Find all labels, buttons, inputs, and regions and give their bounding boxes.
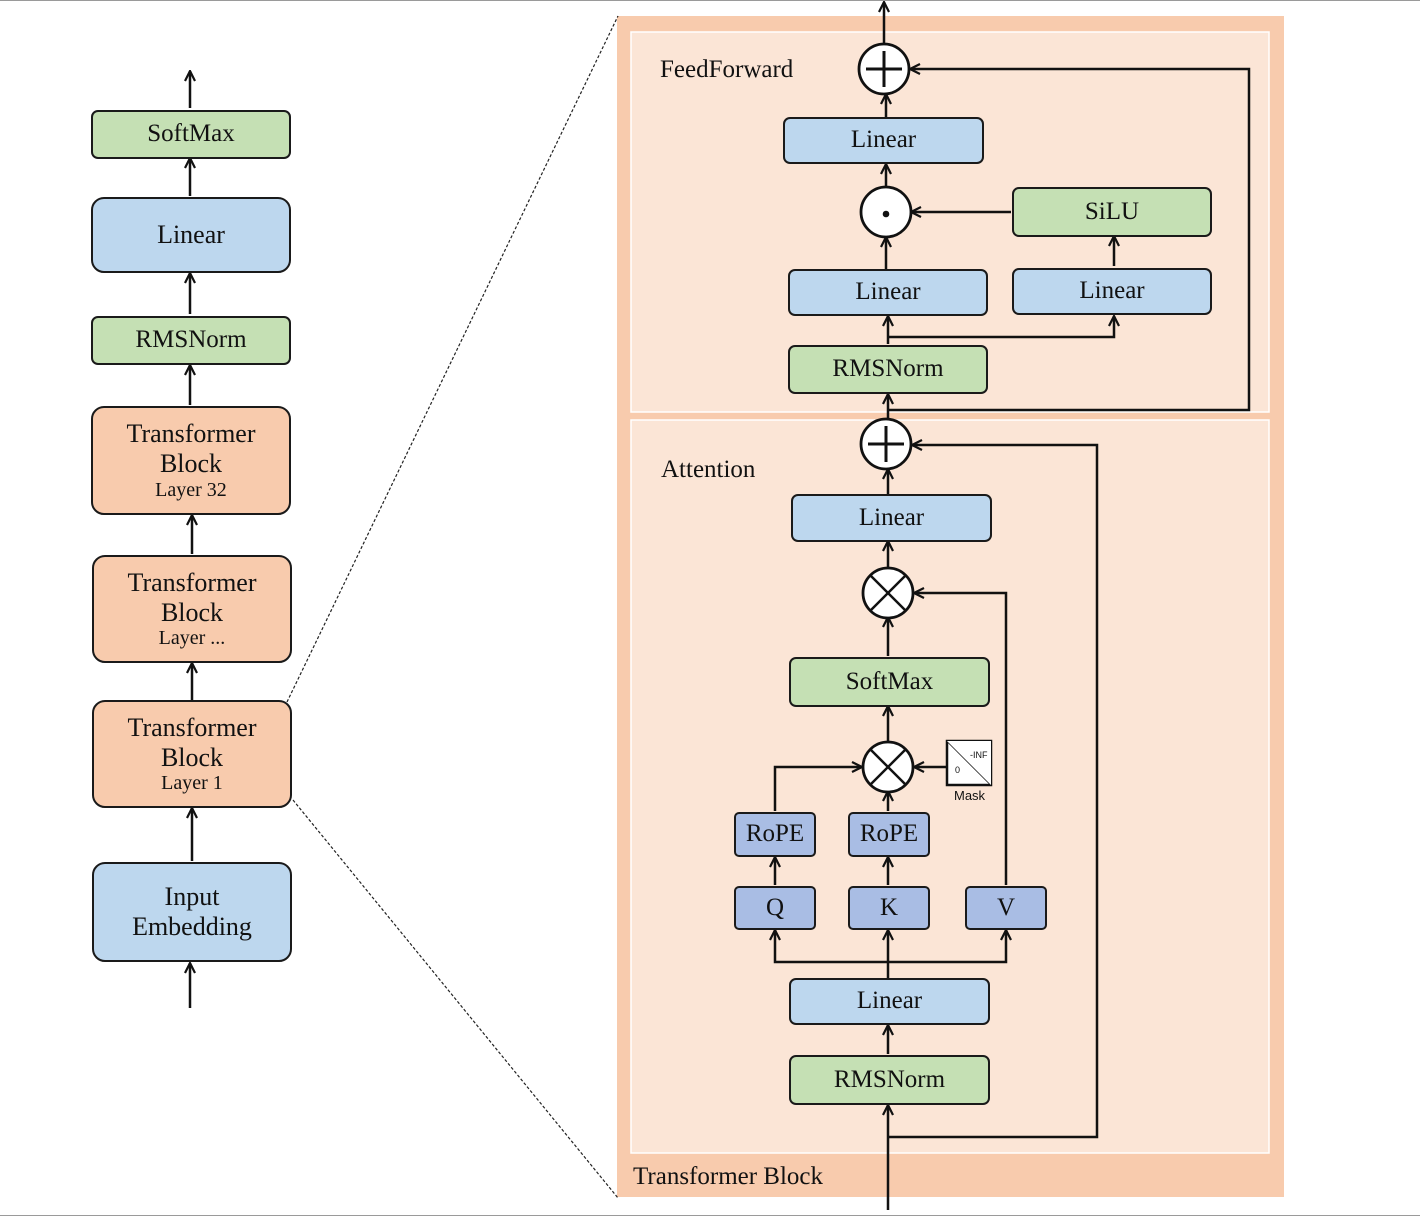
block-layer-label: Layer ...	[158, 627, 226, 650]
arrow-v-matmul	[914, 593, 1008, 885]
block-title-line-2: Block	[159, 449, 223, 478]
feedforward-title: FeedForward	[660, 56, 794, 83]
linear-label: Linear	[157, 220, 225, 250]
ffn-rmsnorm-label: RMSNorm	[832, 355, 944, 383]
attention-residual-connection	[888, 445, 1099, 1139]
attn-linear-out-box: Linear	[791, 494, 992, 542]
ffn-linear-out-box: Linear	[783, 117, 984, 164]
arrow-linear-v	[888, 930, 1006, 964]
transformer-block-layer-32: Transformer Block Layer 32	[91, 406, 291, 515]
input-embedding-box: Input Embedding	[92, 862, 292, 962]
k-box: K	[848, 886, 930, 930]
attention-title: Attention	[661, 456, 756, 483]
rmsnorm-label: RMSNorm	[135, 326, 247, 354]
elementwise-multiply-operator	[859, 185, 913, 239]
block-title-line-1: Transformer	[127, 712, 257, 742]
q-box: Q	[734, 886, 816, 930]
attention-panel	[630, 419, 1270, 1154]
arrow-rmsnorm-linear-gate	[888, 316, 1114, 339]
block-title-line-2: Block	[160, 597, 224, 627]
arrow-rope-q-matmul	[773, 767, 862, 811]
ffn-rmsnorm-box: RMSNorm	[788, 345, 988, 394]
transformer-block-layer-1: Transformer Block Layer 1	[92, 700, 292, 808]
arrow-linear-q	[775, 930, 888, 964]
softmax-label: SoftMax	[147, 120, 235, 148]
embedding-line-2: Embedding	[132, 912, 252, 941]
attn-linear-out-label: Linear	[858, 503, 925, 531]
attn-linear-in-box: Linear	[789, 978, 990, 1025]
block-layer-label: Layer 32	[155, 478, 227, 501]
softmax-box: SoftMax	[91, 110, 291, 159]
mask-neg-inf-label: -INF	[970, 750, 988, 760]
mask-zero-label: 0	[955, 765, 961, 775]
matmul-operator-qk	[861, 740, 915, 794]
ffn-linear-gate-label: Linear	[1079, 277, 1145, 305]
silu-box: SiLU	[1012, 187, 1212, 237]
ffn-linear-out-label: Linear	[850, 126, 917, 154]
rope-q-label: RoPE	[745, 820, 805, 848]
block-title-line-1: Transformer	[126, 419, 256, 449]
bottom-border	[0, 1215, 1420, 1216]
ffn-linear-up-label: Linear	[855, 278, 921, 306]
block-title-line-1: Transformer	[127, 567, 257, 597]
feedforward-residual-connection	[888, 69, 1251, 412]
v-box: V	[965, 886, 1047, 930]
block-layer-label: Layer 1	[161, 772, 223, 795]
ffn-linear-gate-box: Linear	[1012, 268, 1212, 315]
transformer-block-layer-mid: Transformer Block Layer ...	[92, 555, 292, 663]
silu-label: SiLU	[1084, 197, 1140, 225]
zoom-line-bottom	[292, 799, 619, 1199]
add-operator-attention	[859, 417, 913, 471]
attn-rmsnorm-label: RMSNorm	[833, 1065, 946, 1093]
q-label: Q	[765, 893, 785, 921]
rope-k-box: RoPE	[848, 812, 930, 857]
rmsnorm-box: RMSNorm	[91, 316, 291, 365]
add-operator-ffn	[857, 42, 911, 96]
embedding-line-1: Input	[164, 882, 220, 912]
mask-icon	[945, 739, 993, 787]
top-border	[0, 0, 1420, 1]
linear-box: Linear	[91, 197, 291, 273]
rope-q-box: RoPE	[734, 812, 816, 857]
ffn-linear-up-box: Linear	[788, 269, 988, 316]
block-title-line-2: Block	[160, 742, 224, 772]
mask-caption: Mask	[954, 788, 986, 803]
v-label: V	[996, 893, 1016, 921]
zoom-line-top	[286, 15, 619, 703]
transformer-block-title: Transformer Block	[633, 1163, 824, 1190]
attn-softmax-box: SoftMax	[789, 657, 990, 707]
attn-softmax-label: SoftMax	[845, 667, 934, 695]
k-label: K	[879, 893, 899, 921]
attn-rmsnorm-box: RMSNorm	[789, 1055, 990, 1105]
rope-k-label: RoPE	[859, 820, 919, 848]
matmul-operator-attention-v	[861, 566, 915, 620]
attn-linear-in-label: Linear	[856, 987, 923, 1015]
